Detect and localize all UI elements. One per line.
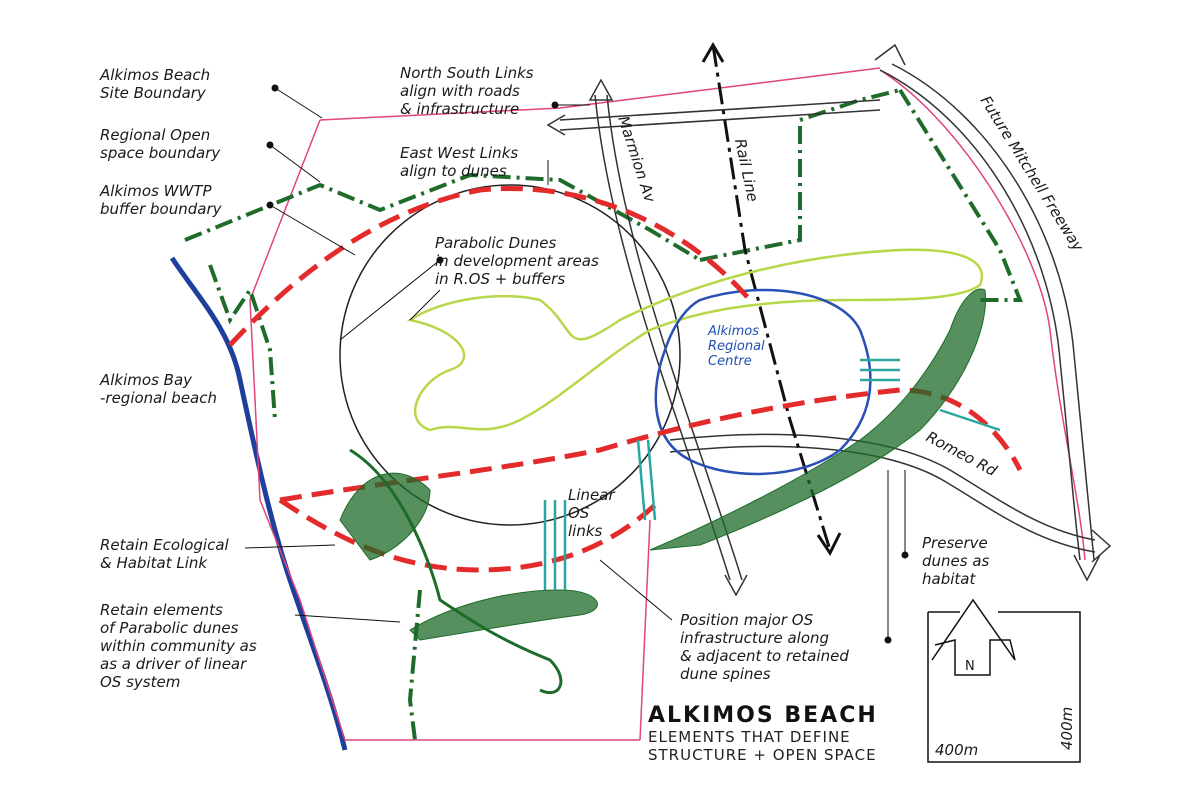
east-west-links-dunes-north: [228, 186, 752, 347]
north-arrow-label: N: [965, 659, 975, 674]
label-alkimos-bay: Alkimos Bay-regional beach: [99, 371, 217, 407]
habitat-hatch: [543, 358, 1001, 590]
rail-line-arrow-south: [816, 532, 842, 556]
label-romeo-rd: Romeo Rd: [923, 428, 1000, 480]
label-marmion-av: Marmion Av: [614, 114, 659, 206]
retained-dune-spines: [339, 288, 987, 695]
marmion-avenue-road: [588, 78, 748, 597]
east-west-links-dunes-south: [278, 497, 662, 573]
coastline-beach: [169, 256, 348, 751]
parabolic-dune-circle: [339, 184, 681, 526]
rail-line: [711, 44, 832, 551]
leader-lines: [244, 84, 909, 644]
east-west-links-dunes-middle: [279, 387, 1023, 503]
parabolic-dunes-outline: [406, 248, 983, 432]
label-mitchell-freeway: Future Mitchell Freeway: [977, 93, 1088, 256]
mitchell-freeway-road: [874, 43, 1101, 582]
scale-box: [927, 611, 1081, 763]
label-rail-line: Rail Line: [731, 137, 762, 203]
label-ecological-link: Retain Ecological& Habitat Link: [100, 536, 230, 572]
title-block-title: ALKIMOS BEACH: [648, 703, 878, 728]
north-arrow-icon: [931, 598, 1016, 676]
regional-open-space-boundary: [184, 88, 1023, 741]
title-block-subtitle-1: ELEMENTS THAT DEFINE: [648, 728, 851, 746]
rail-line-arrow-north: [701, 42, 725, 63]
romeo-road: [669, 433, 1112, 563]
regional-centre-boundary: [654, 288, 872, 476]
title-block-subtitle-2: STRUCTURE + OPEN SPACE: [648, 746, 877, 764]
site-boundary-line: [249, 67, 881, 741]
site-boundary-east: [879, 69, 1086, 561]
scale-vertical: 400m: [1058, 707, 1076, 750]
north-south-link-road: [546, 99, 881, 136]
scale-horizontal: 400m: [935, 741, 978, 759]
